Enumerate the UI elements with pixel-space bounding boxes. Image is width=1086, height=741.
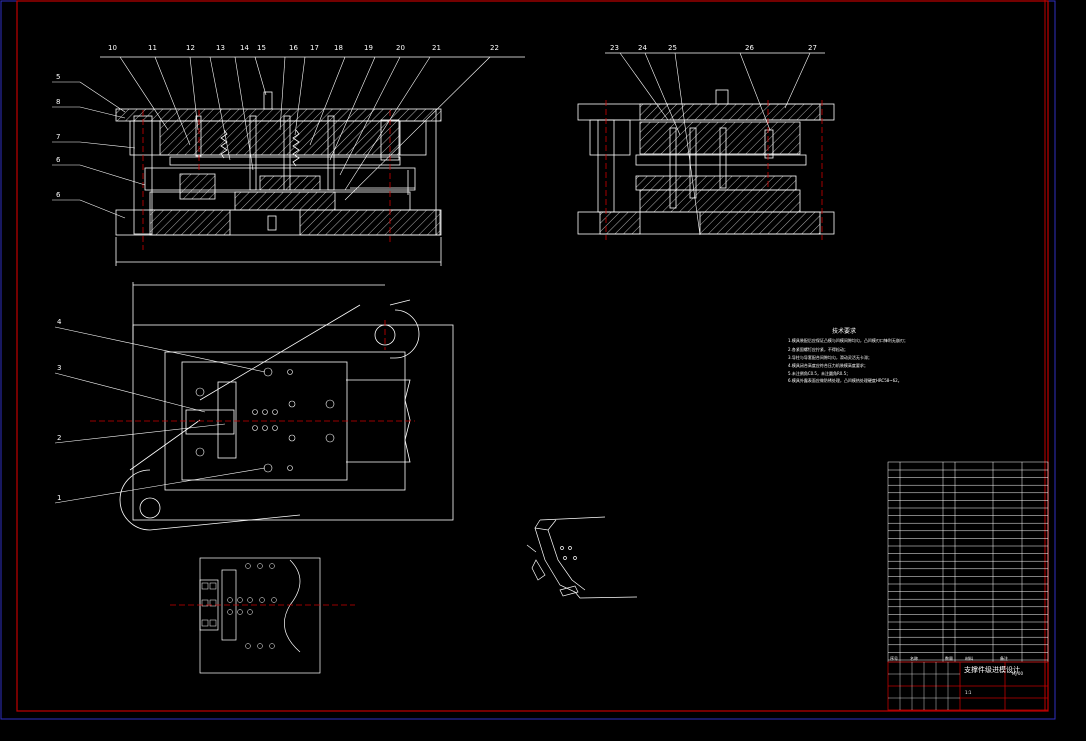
balloon-label: 4 (57, 318, 62, 326)
balloon-label: 12 (186, 44, 195, 52)
balloon-label: 6 (56, 191, 61, 199)
header-col: 名称 (910, 655, 918, 661)
header-col: 数量 (945, 655, 953, 661)
balloon-label: 7 (56, 133, 60, 141)
tech-note-line: 3.导柱与导套配合间隙均匀，滑动灵活无卡滞； (788, 354, 872, 360)
balloon-label: 20 (396, 44, 405, 52)
balloon-label: 26 (745, 44, 754, 52)
balloon-label: 27 (808, 44, 817, 52)
tech-note-line: 2.各紧固螺钉应拧紧，不得松动； (788, 346, 848, 352)
tech-note-line: 4.模具闭合高度应符合压力机装模高度要求； (788, 362, 868, 368)
tech-notes-title: 技术要求 (832, 327, 856, 335)
strip-layout-view (199, 557, 321, 674)
plan-view-balloons: 4 3 2 1 (54, 318, 266, 504)
drawing-title: 支撑件级进模设计 (964, 665, 1020, 674)
right-view-balloons: 23 24 25 26 27 (605, 44, 825, 236)
main-section-view (115, 91, 442, 266)
balloon-label: 22 (490, 44, 499, 52)
main-view-top-balloons: 10 11 12 13 14 15 16 17 18 19 20 21 22 (100, 44, 525, 201)
header-col: 材料 (965, 655, 973, 661)
balloon-label: 10 (108, 44, 117, 52)
right-section-centerlines (605, 100, 823, 240)
title-block (887, 661, 1049, 711)
main-view-left-balloons: 5 8 7 6 6 (52, 73, 146, 219)
balloon-label: 3 (57, 364, 61, 372)
header-col: 备注 (1000, 655, 1008, 661)
balloon-label: 18 (334, 44, 343, 52)
tech-note-line: 5.未注倒角C0.5，未注圆角R0.5； (788, 370, 850, 376)
balloon-label: 19 (364, 44, 373, 52)
title-block-grid (888, 662, 960, 710)
plan-view-centerlines (90, 320, 415, 422)
balloon-label: 14 (240, 44, 249, 52)
part-isometric-view (526, 516, 638, 599)
drawing-number: MJ-00 (1012, 671, 1023, 676)
main-section-centerlines (142, 110, 391, 250)
tech-note-line: 1.模具装配后应保证凸模与凹模间隙均匀，凸凹模刃口锋利无崩刃； (788, 337, 908, 343)
balloon-label: 5 (56, 73, 60, 81)
plan-view (119, 282, 454, 531)
balloon-label: 21 (432, 44, 441, 52)
header-col: 序号 (890, 655, 898, 661)
balloon-label: 6 (56, 156, 61, 164)
balloon-label: 15 (257, 44, 266, 52)
balloon-label: 16 (289, 44, 298, 52)
balloon-label: 25 (668, 44, 677, 52)
balloon-label: 1 (57, 494, 61, 502)
tech-note-line: 6.模具外露表面应做防锈处理，凸凹模热处理硬度HRC58~62。 (788, 377, 902, 383)
parts-list-header: 序号 名称 数量 材料 备注 (890, 655, 1008, 661)
parts-list (887, 461, 1049, 663)
balloon-label: 2 (57, 434, 61, 442)
technical-requirements: 技术要求 1.模具装配后应保证凸模与凹模间隙均匀，凸凹模刃口锋利无崩刃； 2.各… (788, 327, 908, 383)
balloon-label: 8 (56, 98, 60, 106)
balloon-label: 17 (310, 44, 319, 52)
balloon-label: 23 (610, 44, 619, 52)
balloon-label: 24 (638, 44, 647, 52)
right-section-view (577, 89, 835, 235)
balloon-label: 13 (216, 44, 225, 52)
drawing-scale: 1:1 (965, 690, 972, 695)
inner-border (16, 0, 1049, 712)
balloon-label: 11 (148, 44, 157, 52)
